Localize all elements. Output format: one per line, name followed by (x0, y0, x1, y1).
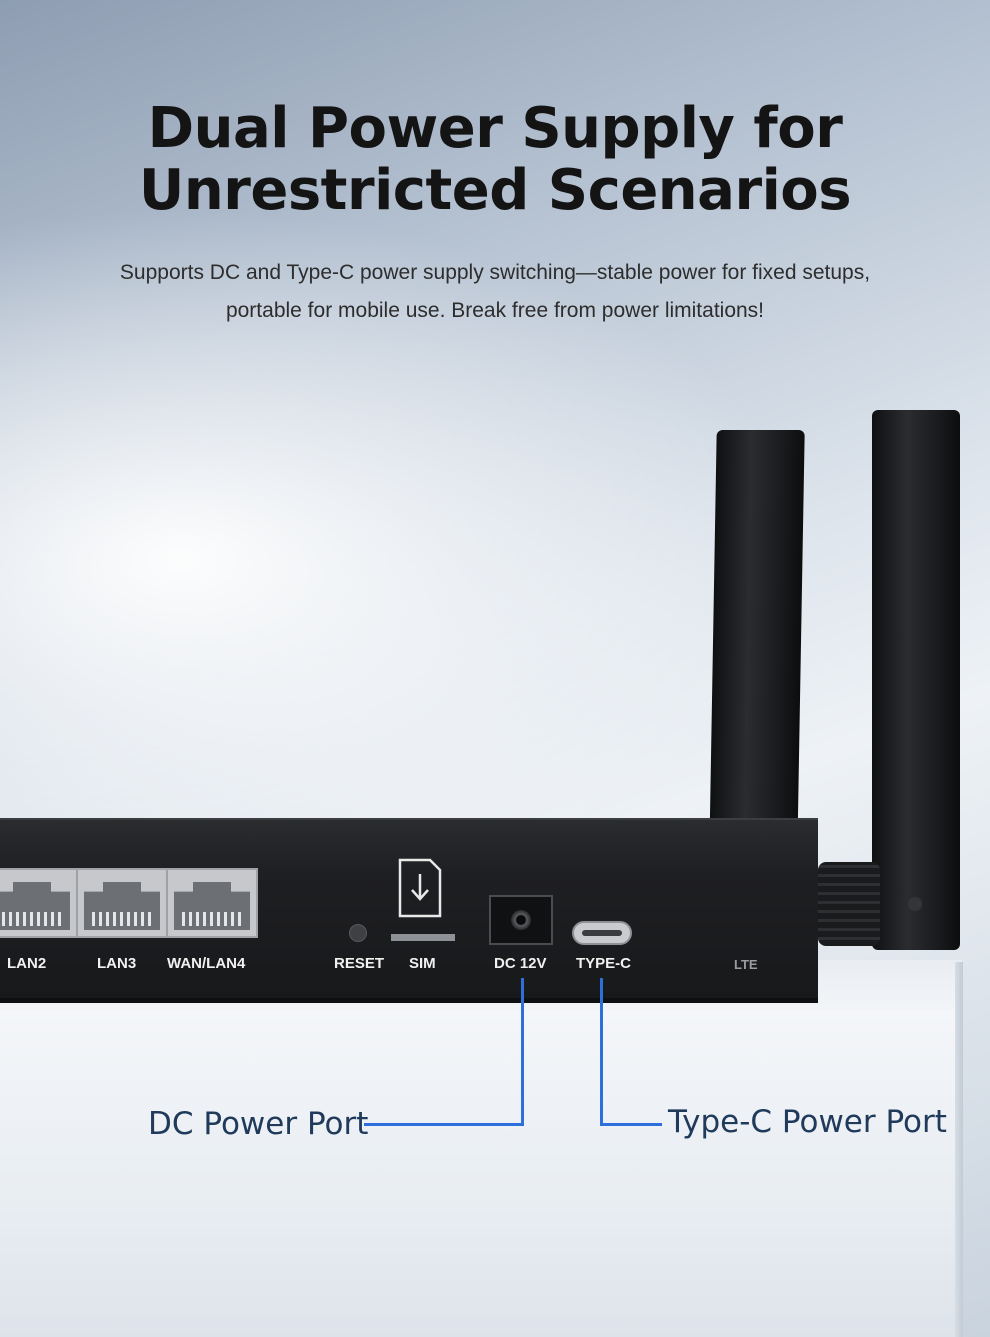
dc-callout-vertical (521, 978, 524, 1125)
shelf-edge (955, 962, 963, 1337)
label-lan2: LAN2 (7, 955, 47, 972)
label-lan3: LAN3 (97, 955, 137, 972)
subtitle-line-2: portable for mobile use. Break free from… (225, 299, 765, 322)
usb-c-port (572, 921, 632, 945)
label-wan: WAN/LAN4 (167, 955, 246, 972)
wan-port (166, 868, 258, 938)
reset-button (349, 924, 367, 942)
dc-callout-horizontal (364, 1123, 524, 1126)
page-title: Dual Power Supply for Unrestricted Scena… (0, 98, 990, 222)
label-dc: DC 12V (494, 955, 547, 972)
label-sim: SIM (409, 955, 436, 972)
label-typec: TYPE-C (576, 955, 632, 972)
sim-slot (391, 934, 455, 941)
subtitle-line-1: Supports DC and Type-C power supply swit… (119, 261, 871, 284)
typec-power-port-label: Type-C Power Port (668, 1104, 947, 1140)
title-line-2: Unrestricted Scenarios (138, 158, 852, 223)
typec-callout-vertical (600, 978, 603, 1125)
shelf (0, 1010, 962, 1337)
subtitle: Supports DC and Type-C power supply swit… (0, 254, 990, 330)
antenna-dot (908, 897, 922, 911)
dc-power-port-label: DC Power Port (148, 1106, 369, 1142)
antenna-hinge (818, 862, 880, 946)
label-lte: LTE (734, 957, 758, 972)
antenna-right (872, 410, 960, 950)
title-line-1: Dual Power Supply for (147, 96, 843, 161)
typec-callout-horizontal (600, 1123, 662, 1126)
label-reset: RESET (334, 955, 385, 972)
dc-jack (489, 895, 553, 945)
lan-port-2 (76, 868, 168, 938)
lan-port-1 (0, 868, 78, 938)
sim-card-icon (398, 858, 442, 918)
